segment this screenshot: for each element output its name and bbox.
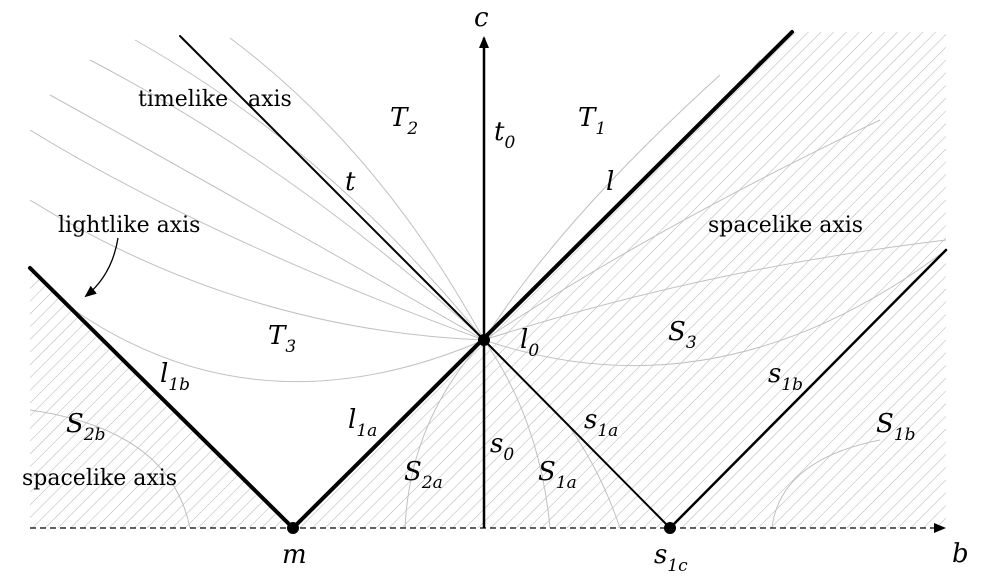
lightlike-pointer-arrow bbox=[84, 237, 119, 298]
curve-s2a bbox=[404, 340, 485, 528]
curve-spacelike-1 bbox=[484, 239, 946, 341]
region-label-S1b: S1b bbox=[876, 409, 916, 445]
point-label-m: m bbox=[282, 540, 307, 570]
point-m bbox=[287, 522, 299, 534]
line-label-s1b: s1b bbox=[768, 359, 803, 395]
hatch-region-upper-right bbox=[484, 32, 946, 528]
region-label-S2a: S2a bbox=[404, 457, 443, 493]
region-label-T3: T3 bbox=[268, 321, 296, 357]
line-label-l1b: l1b bbox=[160, 359, 190, 395]
point-s1c bbox=[664, 522, 676, 534]
line-label-l: l bbox=[606, 167, 614, 197]
b-axis-label: b bbox=[952, 539, 969, 569]
point-l0 bbox=[478, 334, 490, 346]
line-s1b bbox=[668, 248, 948, 530]
curve-timelike-7 bbox=[30, 199, 485, 341]
curve-timelike-6 bbox=[59, 299, 485, 383]
curve-s2b bbox=[30, 409, 191, 528]
line-label-s0: s0 bbox=[490, 429, 514, 465]
line-label-s1a: s1a bbox=[584, 405, 618, 441]
point-label-s1c: s1c bbox=[654, 540, 688, 576]
c-axis-label: c bbox=[474, 3, 489, 33]
timelike-annotation-right: axis bbox=[248, 87, 292, 112]
line-l1b bbox=[28, 266, 295, 530]
region-label-T2: T2 bbox=[390, 103, 418, 139]
curve-timelike-3 bbox=[89, 59, 485, 341]
lightlike-annotation: lightlike axis bbox=[58, 213, 200, 238]
curve-spacelike-2 bbox=[484, 249, 946, 367]
curve-timelike-2 bbox=[49, 94, 485, 341]
curve-s1b bbox=[771, 439, 881, 528]
line-t bbox=[179, 35, 485, 341]
line-label-t0: t0 bbox=[494, 117, 515, 153]
boundary-lines bbox=[28, 30, 948, 530]
line-l bbox=[291, 30, 794, 530]
curve-timelike-1 bbox=[30, 129, 485, 341]
curve-s1a-1 bbox=[483, 340, 551, 528]
region-label-T1: T1 bbox=[578, 103, 606, 139]
line-label-l1a: l1a bbox=[348, 405, 377, 441]
spacelike-annotation-right: spacelike axis bbox=[708, 213, 863, 238]
line-s1a bbox=[483, 339, 671, 529]
curve-timelike-8 bbox=[483, 74, 721, 341]
hatch-region-between bbox=[293, 340, 670, 528]
region-label-S3: S3 bbox=[668, 317, 697, 353]
line-label-l0: l0 bbox=[520, 325, 539, 361]
spacelike-annotation-left: spacelike axis bbox=[22, 466, 177, 491]
timelike-annotation-left: timelike bbox=[138, 87, 228, 112]
region-label-S2b: S2b bbox=[66, 409, 106, 445]
curve-timelike-5 bbox=[229, 37, 485, 341]
curve-spacelike-3 bbox=[484, 119, 881, 341]
line-label-t: t bbox=[345, 167, 356, 197]
curve-timelike-4 bbox=[134, 39, 485, 341]
region-label-S1a: S1a bbox=[538, 457, 577, 493]
